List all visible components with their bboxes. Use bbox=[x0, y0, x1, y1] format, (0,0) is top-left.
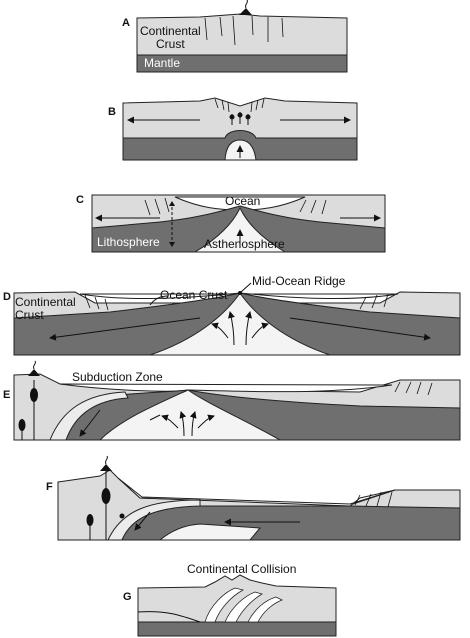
panel-e-tick bbox=[149, 414, 161, 421]
panel-g-letter: G bbox=[123, 591, 132, 603]
panel-c-letter: C bbox=[76, 194, 84, 206]
panel-c-faults bbox=[144, 197, 327, 216]
panel-g-fold-2 bbox=[224, 591, 263, 623]
panel-a: A Continental Crust Mantle bbox=[122, 0, 348, 73]
panel-d-arrow-left bbox=[49, 317, 201, 341]
panel-e-subduction-label: Subduction Zone bbox=[72, 370, 163, 384]
panel-f-subducting-slab bbox=[107, 499, 201, 541]
panel-f-faults bbox=[354, 491, 393, 508]
panel-e-volcano bbox=[28, 369, 40, 376]
panel-f-asthenosphere bbox=[158, 523, 262, 541]
panel-d-convection-1 bbox=[228, 311, 235, 346]
panel-a-letter: A bbox=[122, 17, 130, 29]
panel-d-arrow-right bbox=[289, 317, 431, 341]
panel-f-magma-chamber-2 bbox=[86, 514, 94, 526]
panel-c-asthenosphere-label: Asthenosphere bbox=[204, 237, 285, 251]
panel-g: G Continental Collision bbox=[123, 562, 337, 637]
panel-f: F bbox=[46, 455, 461, 541]
panel-a-faults bbox=[204, 15, 284, 46]
panel-c: C Ocean Lithosphere Asthenosphere bbox=[76, 194, 386, 253]
panel-d-convection-3 bbox=[211, 322, 229, 339]
panel-b-magma-2 bbox=[237, 112, 243, 118]
panel-e-arrow-subduct bbox=[79, 409, 101, 437]
panel-d-convection-2 bbox=[245, 311, 252, 346]
panel-d-crust-label-line2: Crust bbox=[15, 308, 44, 322]
panel-b-letter: B bbox=[108, 106, 116, 118]
panel-b-magma-3 bbox=[245, 114, 251, 120]
panel-c-lithosphere-label: Lithosphere bbox=[97, 235, 160, 249]
panel-c-ocean-label: Ocean bbox=[225, 194, 260, 208]
panel-b-faults bbox=[214, 98, 265, 113]
panel-f-ocean bbox=[117, 477, 396, 507]
panel-f-volcano-plume bbox=[105, 455, 108, 465]
panel-e-letter: E bbox=[3, 389, 10, 401]
panel-g-mantle bbox=[137, 621, 337, 637]
panel-d-crust-label-line1: Continental bbox=[15, 295, 76, 309]
panel-a-volcano-plume bbox=[245, 0, 248, 9]
panel-e-subducting-slab bbox=[49, 391, 129, 441]
panel-d-faults bbox=[84, 293, 389, 311]
panel-c-thickness-arrowheads bbox=[169, 201, 175, 247]
panel-d: D Continental Crust Ocean Crust Mid-Ocea… bbox=[3, 274, 461, 356]
panel-d-convection-4 bbox=[251, 322, 269, 339]
panel-b-magma-1 bbox=[229, 114, 235, 120]
panel-g-fold-1 bbox=[204, 587, 245, 623]
panel-a-mantle bbox=[136, 54, 348, 73]
panel-e-ocean bbox=[59, 383, 393, 393]
panel-f-arrow-subduct bbox=[134, 511, 151, 531]
panel-a-crust-label-line2: Crust bbox=[156, 37, 185, 51]
panel-e-magma-chamber-1 bbox=[30, 388, 38, 402]
panel-b: B bbox=[108, 97, 358, 161]
panel-f-magma-chamber-1 bbox=[101, 488, 111, 504]
panel-d-ocean-crust-leader bbox=[149, 295, 169, 306]
panel-d-ocean-crust-label: Ocean Crust bbox=[160, 288, 228, 302]
panel-e-convection-4 bbox=[197, 414, 215, 429]
panel-d-letter: D bbox=[3, 291, 11, 303]
panel-d-ridge-leader bbox=[240, 282, 252, 293]
panel-g-boundary bbox=[137, 611, 201, 623]
panel-e-magma-chamber-2 bbox=[18, 419, 26, 431]
panel-f-volcano bbox=[100, 464, 112, 471]
panel-e-convection-2 bbox=[189, 411, 197, 437]
panel-e: E Subduction Zone bbox=[3, 360, 461, 441]
panel-e-convection-3 bbox=[161, 414, 179, 429]
panel-g-fold-3 bbox=[247, 596, 283, 623]
panel-g-collision-label: Continental Collision bbox=[187, 562, 296, 576]
panel-d-ridge-label: Mid-Ocean Ridge bbox=[252, 274, 346, 288]
panel-f-magma-chamber-3 bbox=[119, 513, 125, 519]
panel-a-crust-label-line1: Continental bbox=[140, 24, 201, 38]
panel-e-volcano-plume bbox=[33, 360, 36, 370]
panel-e-faults bbox=[394, 381, 433, 396]
panel-a-volcano bbox=[239, 8, 252, 15]
panel-f-letter: F bbox=[46, 481, 53, 493]
panel-a-mantle-label: Mantle bbox=[144, 56, 180, 70]
panel-e-convection-1 bbox=[179, 411, 187, 437]
